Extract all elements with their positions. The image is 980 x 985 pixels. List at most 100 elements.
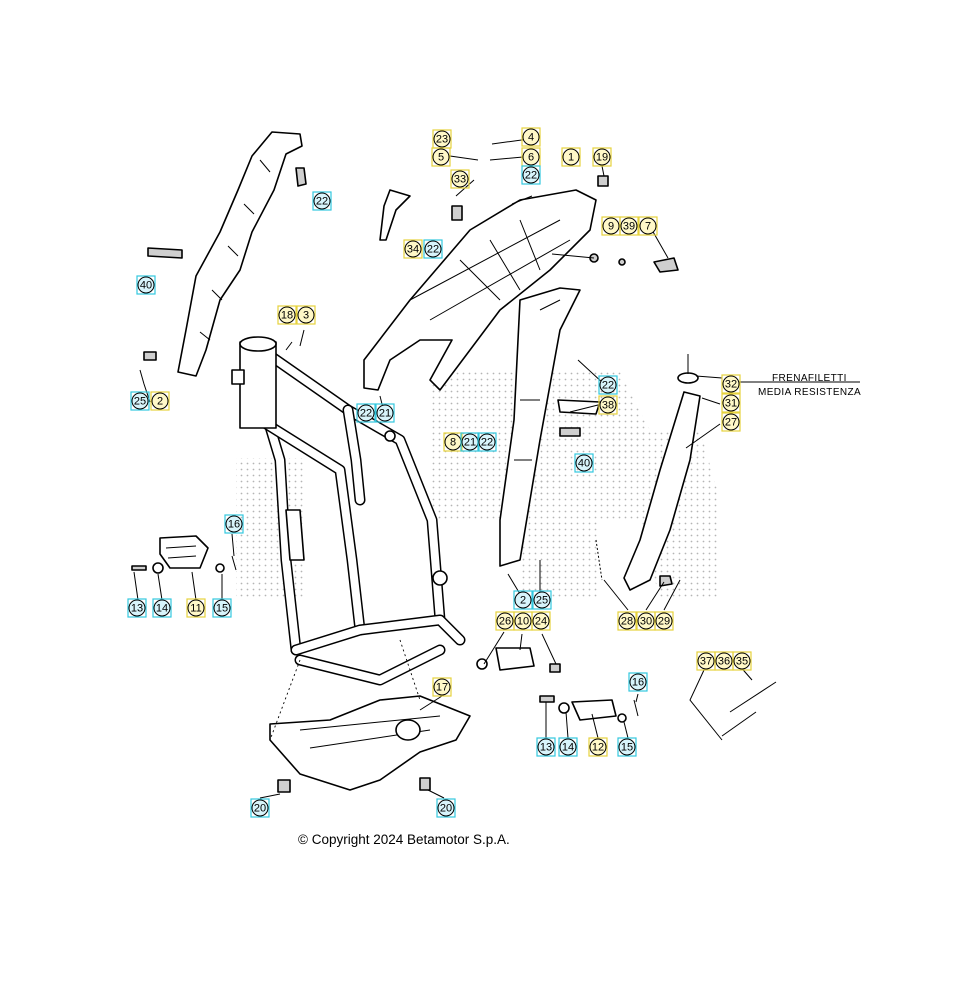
callout-box — [721, 374, 741, 394]
callout-label: 36 — [718, 656, 730, 668]
callout-box — [521, 165, 541, 185]
callout-box — [654, 611, 674, 631]
callout-box — [136, 275, 156, 295]
callout-15: 15 — [212, 598, 232, 618]
callout-34: 34 — [403, 239, 423, 259]
callout-label: 15 — [216, 603, 228, 615]
callout-box — [212, 598, 232, 618]
callout-label: 20 — [440, 803, 452, 815]
callout-box — [521, 127, 541, 147]
callout-33: 33 — [450, 169, 470, 189]
callout-circle — [514, 612, 532, 630]
small-parts — [131, 399, 777, 737]
callout-box — [536, 737, 556, 757]
side-stand — [595, 354, 701, 591]
callout-label: 22 — [360, 408, 372, 420]
callout-circle — [522, 148, 540, 166]
callout-22: 22 — [521, 165, 541, 185]
callout-label: 12 — [592, 742, 604, 754]
callout-circle — [733, 652, 751, 670]
callout-box — [277, 305, 297, 325]
callout-box — [558, 737, 578, 757]
callout-box — [186, 598, 206, 618]
callout-17: 17 — [432, 677, 452, 697]
callout-label: 15 — [621, 742, 633, 754]
callout-circle — [618, 738, 636, 756]
callout-16: 16 — [628, 672, 648, 692]
callout-label: 27 — [725, 417, 737, 429]
callout-label: 5 — [438, 152, 444, 164]
callout-circle — [722, 394, 740, 412]
frame-guard-left — [143, 131, 307, 377]
callout-circle — [131, 392, 149, 410]
callout-label: 22 — [316, 196, 328, 208]
callout-11: 11 — [186, 598, 206, 618]
callout-13: 13 — [536, 737, 556, 757]
callout-6: 6 — [521, 147, 541, 167]
callout-37: 37 — [696, 651, 716, 671]
callout-22: 22 — [477, 432, 497, 452]
callout-label: 7 — [645, 221, 651, 233]
callout-box — [296, 305, 316, 325]
callout-box — [224, 514, 244, 534]
callout-label: 30 — [640, 616, 652, 628]
callout-circle — [722, 375, 740, 393]
callout-box — [431, 147, 451, 167]
callout-box — [312, 191, 332, 211]
callout-20: 20 — [250, 798, 270, 818]
callout-box — [150, 391, 170, 411]
callout-circle — [599, 396, 617, 414]
callout-2: 2 — [150, 391, 170, 411]
callout-21: 21 — [375, 403, 395, 423]
callout-label: 14 — [156, 603, 168, 615]
callout-25: 25 — [532, 590, 552, 610]
callout-circle — [278, 306, 296, 324]
callout-label: 35 — [736, 656, 748, 668]
callout-box — [423, 239, 443, 259]
threadlocker-note-line2: MEDIA RESISTENZA — [758, 387, 862, 398]
callout-22: 22 — [598, 375, 618, 395]
callout-circle — [655, 612, 673, 630]
copyright-text: © Copyright 2024 Betamotor S.p.A. — [298, 832, 510, 847]
callout-label: 22 — [427, 244, 439, 256]
callout-box — [598, 375, 618, 395]
callout-label: 24 — [535, 616, 547, 628]
callout-circle — [437, 799, 455, 817]
callout-label: 13 — [540, 742, 552, 754]
callout-circle — [589, 738, 607, 756]
callout-35: 35 — [732, 651, 752, 671]
callout-circle — [424, 240, 442, 258]
callout-box — [127, 598, 147, 618]
callout-label: 1 — [568, 152, 574, 164]
callout-circle — [562, 148, 580, 166]
callout-circle — [533, 591, 551, 609]
callout-label: 21 — [464, 437, 476, 449]
callout-29: 29 — [654, 611, 674, 631]
callout-circle — [225, 515, 243, 533]
callout-circle — [313, 192, 331, 210]
callout-10: 10 — [513, 611, 533, 631]
callout-30: 30 — [636, 611, 656, 631]
callout-label: 28 — [621, 616, 633, 628]
callout-label: 22 — [602, 380, 614, 392]
callout-box — [721, 393, 741, 413]
callout-label: 39 — [623, 221, 635, 233]
callout-label: 16 — [632, 677, 644, 689]
callout-box — [574, 453, 594, 473]
callout-22: 22 — [356, 403, 376, 423]
callout-circle — [151, 392, 169, 410]
callout-15: 15 — [617, 737, 637, 757]
callout-label: 6 — [528, 152, 534, 164]
callout-box — [628, 672, 648, 692]
callout-circle — [637, 612, 655, 630]
callout-box — [130, 391, 150, 411]
callout-circle — [697, 652, 715, 670]
callout-28: 28 — [617, 611, 637, 631]
callout-label: 17 — [436, 682, 448, 694]
callout-9: 9 — [601, 216, 621, 236]
callout-box — [356, 403, 376, 423]
callout-box — [532, 590, 552, 610]
callout-label: 21 — [379, 408, 391, 420]
callout-box — [531, 611, 551, 631]
callout-label: 19 — [596, 152, 608, 164]
